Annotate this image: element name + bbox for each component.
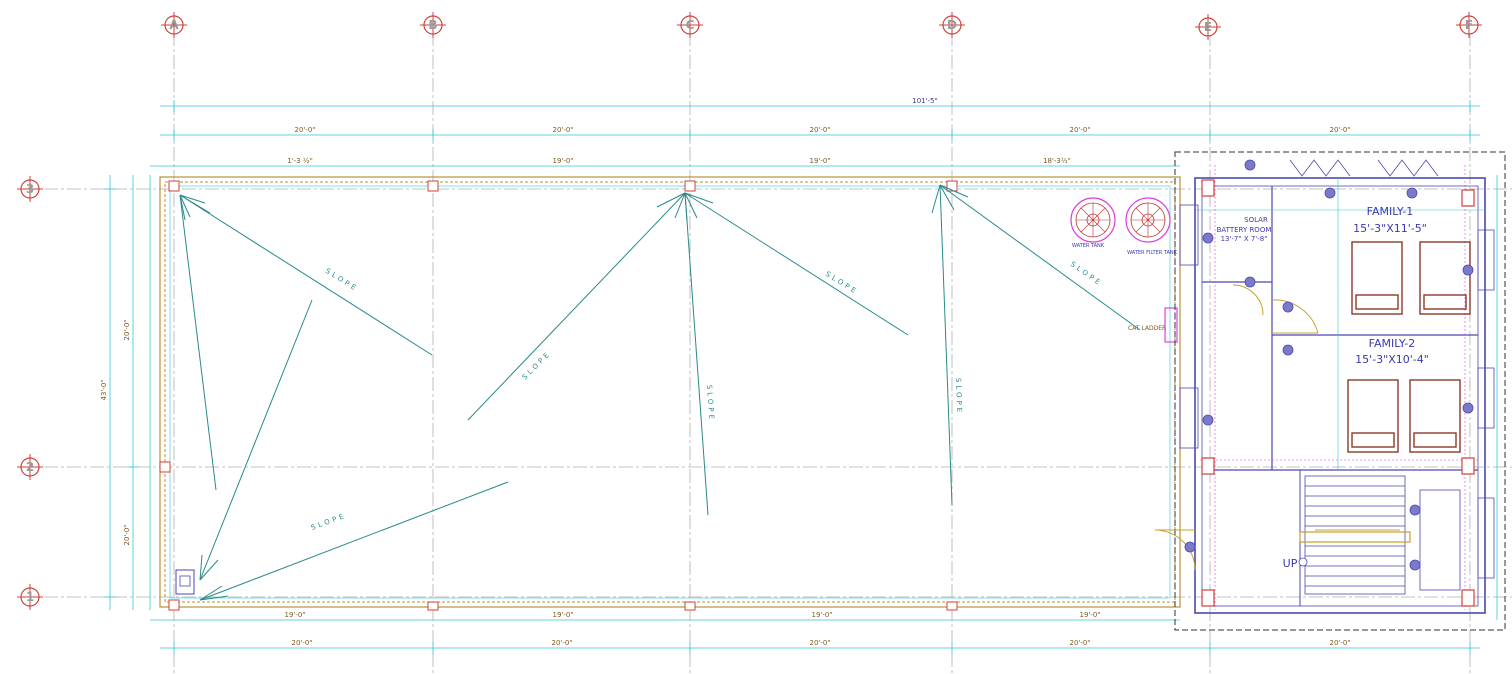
bed-2: [1419, 241, 1471, 315]
water-tank-2: [1125, 197, 1171, 243]
battery-room-size: 13'-7" X 7'-8": [1221, 235, 1268, 243]
slope-labels: SLOPE SLOPE SLOPE SLOPE SLOPE SLOPE SLOP…: [310, 260, 1104, 532]
building-block: [1174, 151, 1506, 631]
grid-bubble-b: B: [420, 12, 446, 38]
family1-name: FAMILY-1: [1367, 205, 1414, 218]
slope-label-2: SLOPE: [521, 349, 553, 381]
dimension-lines: [104, 100, 1498, 654]
slope-arrows: [179, 184, 1141, 601]
grid-label-b: B: [428, 18, 437, 32]
bed-3: [1347, 379, 1399, 453]
bed-1: [1351, 241, 1403, 315]
dim-top-span-3: 20'-0": [809, 126, 830, 134]
slope-arrow-2: [179, 194, 217, 491]
family1-size: 15'-3"X11'-5": [1353, 222, 1427, 235]
grid-label-c: C: [686, 18, 695, 32]
dim-bottom-span-2: 20'-0": [551, 639, 572, 647]
slope-label-5: SLOPE: [954, 378, 963, 416]
dimension-texts: 101'-5" 20'-0" 20'-0" 20'-0" 20'-0" 20'-…: [100, 97, 1351, 647]
doors: [1154, 284, 1400, 571]
floor-drain: [175, 569, 195, 595]
grid-bubble-f: F: [1456, 12, 1482, 38]
block-columns: [1201, 179, 1475, 607]
family2-name: FAMILY-2: [1369, 337, 1416, 350]
slope-label-6: SLOPE: [1069, 260, 1104, 288]
grid-bubble-3: 3: [17, 176, 43, 202]
water-tank-label-1: WATER TANK: [1072, 243, 1105, 249]
grid-bubbles: A B C D E F: [17, 12, 1482, 610]
slope-arrow-1: [179, 194, 433, 356]
dim-bottom-span-5: 20'-0": [1329, 639, 1350, 647]
grid-label-1: 1: [26, 590, 34, 604]
grid-bubble-c: C: [677, 12, 703, 38]
dim-top-span-2: 20'-0": [552, 126, 573, 134]
water-tank-1: [1070, 197, 1116, 243]
slope-label-7: SLOPE: [310, 512, 348, 532]
dim-bottom-inner-2: 19'-0": [552, 611, 573, 619]
room-labels: FAMILY-1 15'-3"X11'-5" FAMILY-2 15'-3"X1…: [1217, 205, 1429, 570]
dim-top-span-4: 20'-0": [1069, 126, 1090, 134]
dim-left-lower: 20'-0": [123, 524, 131, 545]
dim-bottom-span-4: 20'-0": [1069, 639, 1090, 647]
grid-bubble-1: 1: [17, 584, 43, 610]
grid-bubble-a: A: [161, 12, 187, 38]
grid-label-3: 3: [26, 182, 34, 196]
slope-arrow-9: [199, 481, 509, 601]
dim-left-upper: 20'-0": [123, 319, 131, 340]
column-markers: [159, 180, 958, 611]
grid-bubble-e: E: [1195, 14, 1221, 40]
slope-arrow-5: [684, 192, 909, 336]
dim-top-inner-1: 1'-3 ½": [287, 157, 313, 165]
dim-bottom-inner-4: 19'-0": [1079, 611, 1100, 619]
slope-arrow-8: [199, 299, 313, 581]
grid-lines: [44, 32, 1512, 674]
dim-bottom-span-3: 20'-0": [809, 639, 830, 647]
slope-arrow-4: [684, 192, 709, 516]
slope-arrow-7: [939, 184, 1141, 331]
slope-arrow-3: [467, 192, 686, 421]
dim-bottom-inner-1: 19'-0": [284, 611, 305, 619]
dim-top-span-1: 20'-0": [294, 126, 315, 134]
bed-4: [1409, 379, 1461, 453]
dim-bottom-span-1: 20'-0": [291, 639, 312, 647]
windows: [1179, 159, 1495, 579]
family2-size: 15'-3"X10'-4": [1355, 353, 1429, 366]
battery-room-line2: BATTERY ROOM: [1217, 226, 1272, 234]
dim-overall-top: 101'-5": [912, 97, 937, 105]
dim-bottom-inner-3: 19'-0": [811, 611, 832, 619]
cat-ladder-label: CAT LADDER: [1128, 325, 1166, 332]
water-tank-label-2: WATER FILTER TANK: [1127, 250, 1178, 256]
stair-up-label: UP: [1283, 557, 1298, 570]
grid-bubble-d: D: [939, 12, 965, 38]
slope-label-3: SLOPE: [705, 385, 716, 423]
battery-room-line1: SOLAR: [1244, 216, 1268, 224]
grid-bubble-2: 2: [17, 454, 43, 480]
cat-ladder: CAT LADDER: [1128, 307, 1178, 343]
dim-top-inner-2: 19'-0": [552, 157, 573, 165]
staircase: [1299, 475, 1461, 595]
slope-arrow-6: [939, 184, 953, 506]
grid-label-f: F: [1465, 18, 1473, 32]
parapet-wall: [159, 176, 1181, 608]
furniture: [1347, 241, 1471, 453]
dim-top-inner-3: 19'-0": [809, 157, 830, 165]
dim-left-overall: 43'-0": [100, 379, 108, 400]
grid-label-a: A: [169, 18, 179, 32]
dim-top-inner-4: 18'-3½": [1043, 157, 1071, 165]
grid-label-2: 2: [26, 460, 34, 474]
grid-label-e: E: [1204, 20, 1212, 34]
light-fixtures: [1184, 159, 1474, 571]
dim-top-span-5: 20'-0": [1329, 126, 1350, 134]
grid-label-d: D: [947, 18, 957, 32]
